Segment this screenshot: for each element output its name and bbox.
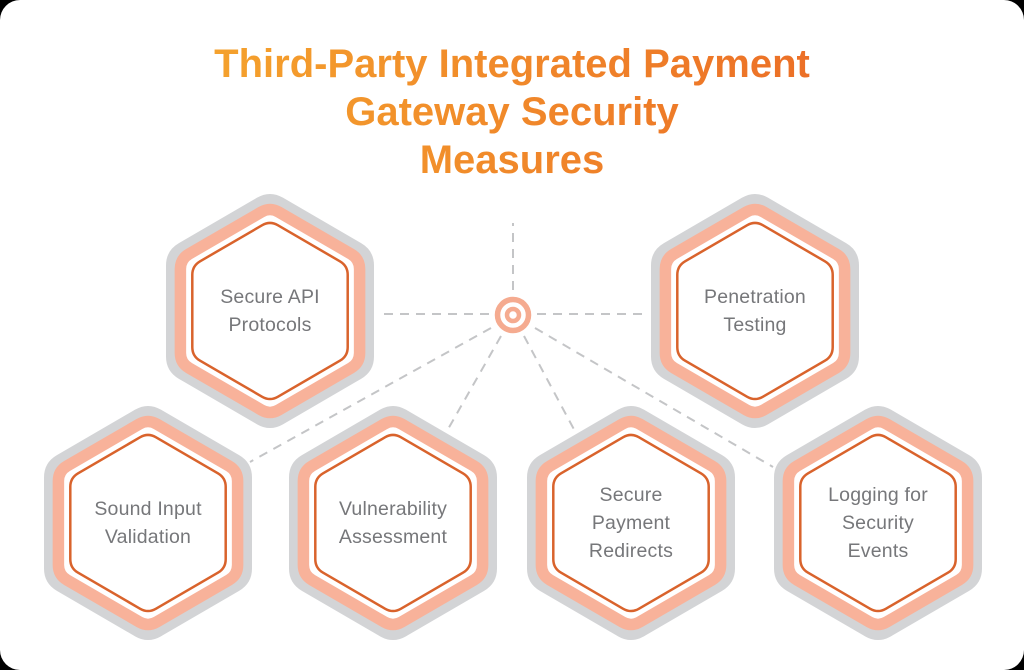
hex-node-label: Vulnerability Assessment <box>338 498 448 548</box>
hexagon-outline-gray <box>44 406 252 640</box>
hexagon-outline-gray <box>774 406 982 640</box>
hex-node-label: Penetration Testing <box>704 286 806 336</box>
connector-vulnerability-assessment <box>438 335 502 446</box>
hex-node-logging-for-security-events: Logging for Security Events <box>772 401 984 645</box>
hexagon-inner-white <box>799 433 957 613</box>
hex-node-vulnerability-assessment: Vulnerability Assessment <box>287 401 499 645</box>
hexagon-shape <box>774 406 982 640</box>
hexagon-inner-white <box>314 433 472 613</box>
hexagon-outline-gray <box>166 194 374 428</box>
hex-node-penetration-testing: Penetration Testing <box>649 189 861 433</box>
hexagon-shape <box>527 406 735 640</box>
hexagon-shape <box>44 406 252 640</box>
hexagon-outline-gray <box>651 194 859 428</box>
hexagon-band-salmon <box>52 415 244 631</box>
hexagon-band-salmon <box>659 203 851 419</box>
hexagon-outline-gray <box>289 406 497 640</box>
hexagon-band-salmon <box>174 203 366 419</box>
hex-node-secure-api-protocols: Secure API Protocols <box>164 189 376 433</box>
connector-logging-for-security-events <box>534 327 774 468</box>
hexagon-shape <box>166 194 374 428</box>
target-inner-ring <box>504 306 522 324</box>
connector-secure-payment-redirects <box>523 335 586 451</box>
target-icon <box>494 296 532 334</box>
hex-node-label: Sound Input Validation <box>94 498 202 548</box>
hexagon-inner-white <box>676 221 834 401</box>
hexagon-band-salmon <box>297 415 489 631</box>
hexagon-inner-white <box>69 433 227 613</box>
hex-node-secure-payment-redirects: Secure Payment Redirects <box>525 401 737 645</box>
hexagon-inner-white <box>191 221 349 401</box>
hexagon-outline-gray <box>527 406 735 640</box>
hex-node-label: Logging for Security Events <box>828 484 928 562</box>
hexagon-shape <box>289 406 497 640</box>
hex-node-sound-input-validation: Sound Input Validation <box>42 401 254 645</box>
connector-sound-input-validation <box>249 327 492 463</box>
hexagon-band-salmon <box>782 415 974 631</box>
hexagon-inner-white <box>552 433 710 613</box>
hexagon-band-salmon <box>535 415 727 631</box>
dashed-connectors <box>249 223 774 468</box>
hex-node-label: Secure API Protocols <box>220 286 320 336</box>
hexagon-shape <box>651 194 859 428</box>
hex-node-label: Secure Payment Redirects <box>588 484 674 562</box>
